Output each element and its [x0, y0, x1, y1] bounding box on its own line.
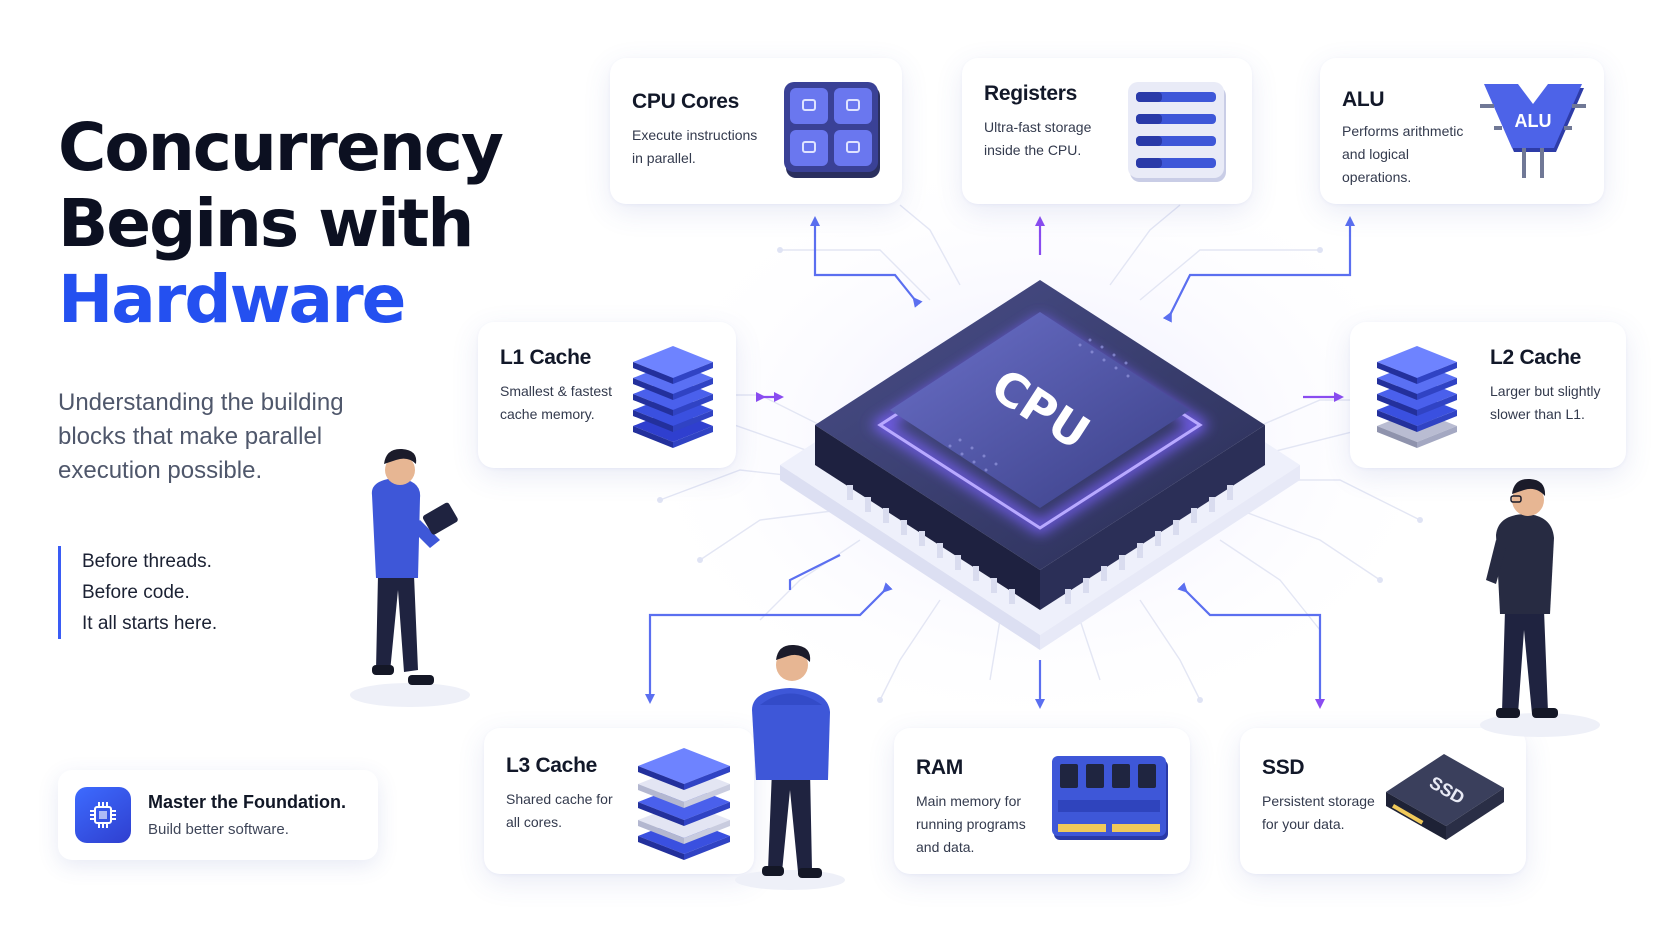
registers-icon — [1128, 82, 1226, 182]
person-back-view — [735, 644, 845, 890]
alu-icon-label: ALU — [1515, 111, 1552, 131]
card-l1-cache: L1 Cache Smallest & fastest cache memory… — [478, 322, 736, 468]
person-with-glasses — [1480, 478, 1600, 737]
card-description: Performs arithmetic and logical operatio… — [1342, 123, 1464, 185]
person-with-tablet — [350, 448, 470, 707]
tagline-line: Before code. — [82, 582, 190, 603]
hero-title-line-1: Concurrency — [58, 109, 504, 186]
card-ram: RAM Main memory for running programs and… — [894, 728, 1190, 874]
connector-arrows — [645, 216, 1355, 709]
cpu-cores-icon — [784, 82, 880, 178]
card-description: Persistent storage for your data. — [1262, 793, 1375, 832]
hero-title: Concurrency Begins with Hardware — [58, 109, 504, 338]
card-description: Smallest & fastest cache memory. — [500, 383, 613, 422]
card-title: ALU — [1342, 88, 1385, 111]
card-title: L1 Cache — [500, 346, 591, 369]
card-registers: Registers Ultra-fast storage inside the … — [962, 58, 1252, 204]
card-description: Ultra-fast storage inside the CPU. — [984, 119, 1092, 158]
hero-title-accent: Hardware — [58, 261, 406, 338]
card-title: RAM — [916, 756, 963, 779]
card-title: L2 Cache — [1490, 346, 1581, 369]
cpu-chip: CPU — [815, 280, 1265, 610]
card-cpu-cores: CPU Cores Execute instructions in parall… — [610, 58, 902, 204]
card-title: Registers — [984, 82, 1078, 105]
l1-cache-stack-icon — [633, 346, 713, 448]
hero-subtitle: Understanding the building blocks that m… — [58, 389, 344, 484]
card-title: L3 Cache — [506, 754, 597, 777]
card-title: SSD — [1262, 756, 1305, 779]
l2-cache-stack-icon — [1377, 346, 1457, 448]
foundation-title: Master the Foundation. — [148, 792, 346, 812]
card-ssd: SSD Persistent storage for your data. SS… — [1240, 728, 1526, 874]
master-foundation-card: Master the Foundation. Build better soft… — [58, 770, 378, 860]
card-description: Execute instructions in parallel. — [632, 127, 758, 166]
ram-module-icon — [1052, 756, 1168, 840]
card-description: Larger but slightly slower than L1. — [1490, 383, 1601, 422]
l3-cache-stack-icon — [638, 748, 730, 860]
foundation-subtitle: Build better software. — [148, 821, 289, 838]
card-title: CPU Cores — [632, 90, 739, 113]
chip-icon — [75, 787, 131, 843]
card-l2-cache: L2 Cache Larger but slightly slower than… — [1350, 322, 1626, 468]
tagline-line: It all starts here. — [82, 613, 218, 634]
card-description: Main memory for running programs and dat… — [916, 793, 1026, 855]
card-l3-cache: L3 Cache Shared cache for all cores. — [484, 728, 754, 874]
hero-title-line-2: Begins with — [58, 185, 474, 262]
ssd-drive-icon: SSD — [1386, 754, 1504, 840]
tagline-block: Before threads. Before code. It all star… — [58, 546, 217, 639]
card-description: Shared cache for all cores. — [506, 791, 613, 830]
card-alu: ALU Performs arithmetic and logical oper… — [1320, 58, 1604, 204]
alu-icon: ALU — [1480, 84, 1586, 178]
tagline-line: Before threads. — [82, 551, 212, 572]
